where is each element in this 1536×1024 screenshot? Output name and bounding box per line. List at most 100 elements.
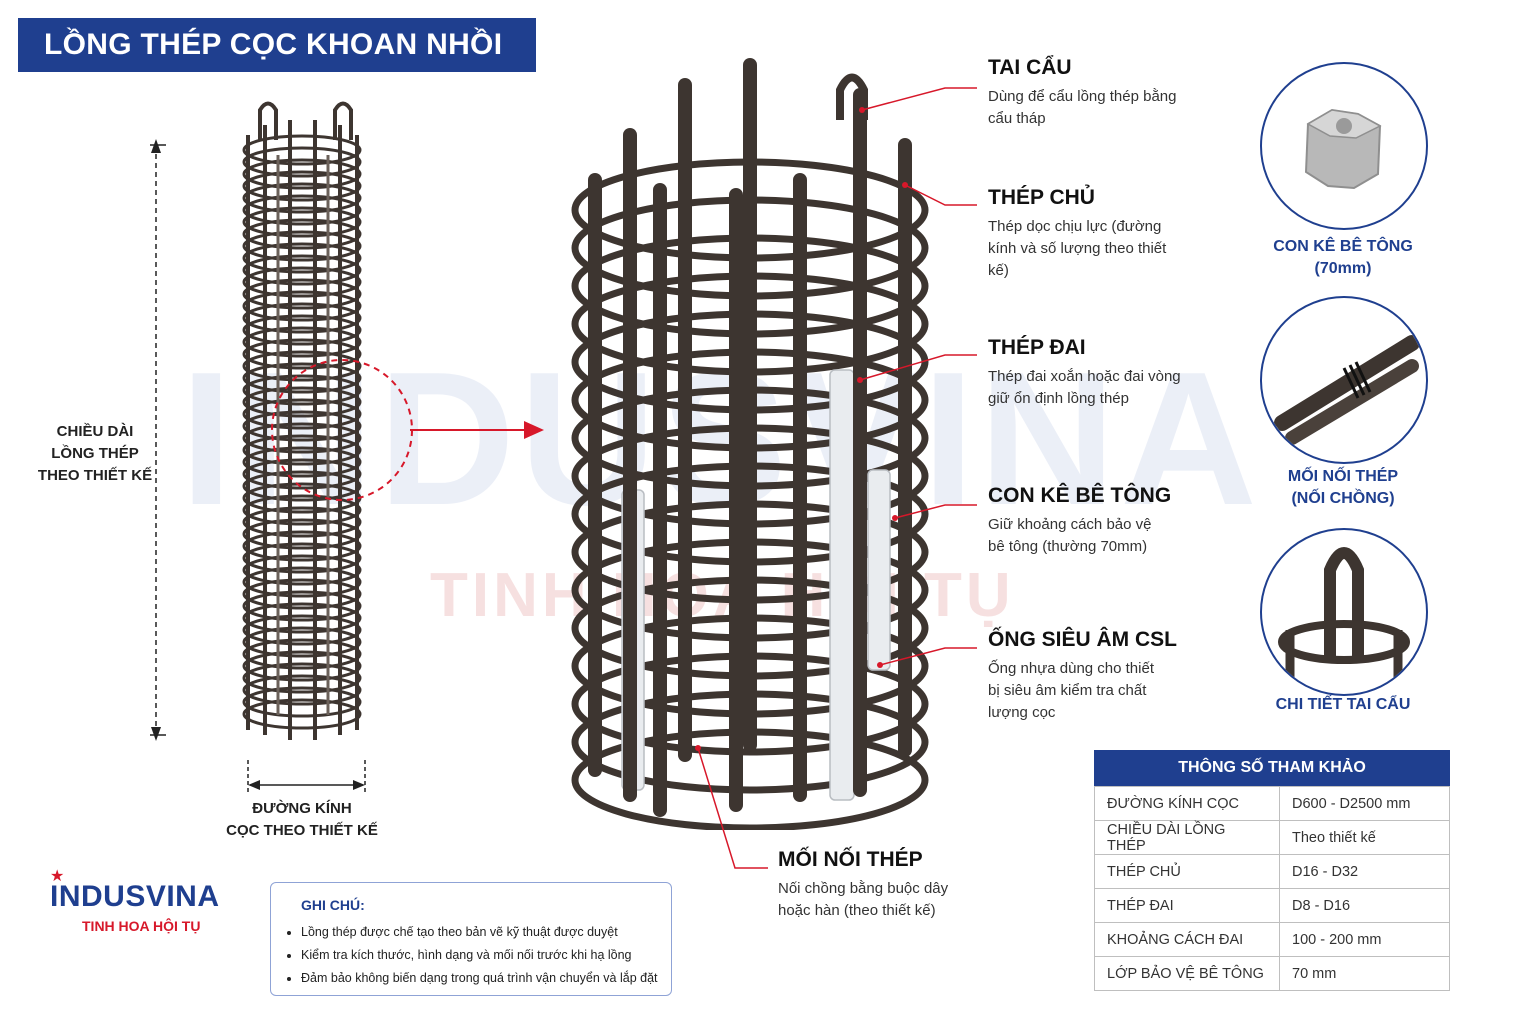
logo-star-icon: ★ [50, 868, 65, 885]
callout-rebar-splice: MỐI NỐI THÉP Nối chồng bằng buộc dây hoặ… [778, 848, 968, 922]
stirrup-ring [242, 518, 362, 550]
spec-value: 100 - 200 mm [1279, 922, 1450, 957]
stirrup-ring [242, 194, 362, 226]
spec-value: 70 mm [1279, 956, 1450, 991]
small-lifting-hook-right [333, 101, 353, 140]
detail-circle-hook [1260, 528, 1428, 696]
stirrup-ring [242, 278, 362, 310]
stirrup-ring [242, 590, 362, 622]
spec-value: D16 - D32 [1279, 854, 1450, 889]
stirrup-ring [242, 350, 362, 382]
callout-title: MỐI NỐI THÉP [778, 848, 923, 871]
rebar-splice-icon [1274, 335, 1420, 445]
diameter-label: ĐƯỜNG KÍNH CỌC THEO THIẾT KẾ [212, 798, 392, 842]
length-label: CHIỀU DÀI LỒNG THÉP THEO THIẾT KẾ [30, 421, 160, 487]
stirrup-ring [242, 566, 362, 598]
stirrup-ring [242, 470, 362, 502]
spec-param: KHOẢNG CÁCH ĐAI [1094, 922, 1280, 957]
stirrup-ring [242, 182, 362, 214]
note-item: Lồng thép được chế tạo theo bản vẽ kỹ th… [301, 921, 658, 944]
small-cage-illustration [150, 101, 413, 795]
stirrup-ring [242, 266, 362, 298]
large-cage-main-bars [588, 58, 912, 817]
small-cage-bars [246, 120, 359, 740]
stirrup-ring [242, 314, 362, 346]
callout-desc: Giữ khoảng cách bảo vệ bê tông (thường 7… [988, 516, 1152, 555]
stirrup-ring [242, 422, 362, 454]
stirrup-ring [242, 290, 362, 322]
spec-param: THÉP CHỦ [1094, 854, 1280, 889]
stirrup-ring [242, 374, 362, 406]
callout-desc: Ống nhựa dùng cho thiết bị siêu âm kiểm … [988, 660, 1154, 721]
stirrup-ring [242, 662, 362, 694]
stirrup-ring [242, 554, 362, 586]
stirrup-ring [242, 362, 362, 394]
stirrup-ring [242, 302, 362, 334]
callout-desc: Dùng để cẩu lồng thép bằng cẩu tháp [988, 88, 1177, 127]
brand-tagline: TINH HOA HỘI TỤ [82, 918, 201, 934]
stirrup-ring [242, 218, 362, 250]
stirrup-ring [242, 686, 362, 718]
stirrup-ring [242, 410, 362, 442]
diameter-label-line-1: ĐƯỜNG KÍNH [252, 800, 352, 817]
small-cage-rings [242, 134, 362, 730]
concrete-spacer-icon [1304, 108, 1382, 190]
detail-label-hook: CHI TIẾT TAI CẨU [1243, 694, 1443, 716]
detail-label-line-1: MỐI NỐI THÉP [1287, 468, 1399, 485]
stirrup-ring [242, 158, 362, 190]
stirrup-ring [242, 698, 362, 730]
detail-label-spacer: CON KÊ BÊ TÔNG (70mm) [1243, 236, 1443, 280]
spec-value: Theo thiết kế [1279, 820, 1450, 855]
callout-csl-tube: ỐNG SIÊU ÂM CSL Ống nhựa dùng cho thiết … [988, 628, 1177, 724]
stirrup-ring [242, 650, 362, 682]
stirrup-ring [242, 254, 362, 286]
note-item: Đảm bảo không biến dạng trong quá trình … [301, 967, 658, 990]
detail-label-splice: MỐI NỐI THÉP (NỐI CHỒNG) [1243, 466, 1443, 510]
length-label-line-1: CHIỀU DÀI [56, 423, 134, 440]
stirrup-ring [242, 506, 362, 538]
title-banner: LỒNG THÉP CỌC KHOAN NHỒI [18, 18, 536, 72]
spec-value: D600 - D2500 mm [1279, 786, 1450, 821]
stirrup-ring [242, 146, 362, 178]
stirrup-ring [242, 446, 362, 478]
callout-stirrup: THÉP ĐAI Thép đai xoắn hoặc đai vòng giữ… [988, 336, 1198, 410]
callout-desc: Nối chồng bằng buộc dây hoặc hàn (theo t… [778, 880, 949, 919]
spec-param: ĐƯỜNG KÍNH CỌC [1094, 786, 1280, 821]
stirrup-ring [242, 602, 362, 634]
zoom-arrow [410, 421, 544, 439]
detail-circle-splice [1260, 296, 1428, 464]
large-cage-illustration [571, 58, 929, 830]
callout-concrete-spacer: CON KÊ BÊ TÔNG Giữ khoảng cách bảo vệ bê… [988, 484, 1171, 558]
spec-param: LỚP BẢO VỆ BÊ TÔNG [1094, 956, 1280, 991]
notes-title: GHI CHÚ: [301, 897, 365, 913]
length-label-line-2: LỒNG THÉP [51, 445, 139, 462]
callout-title: CON KÊ BÊ TÔNG [988, 484, 1172, 507]
stirrup-ring [242, 242, 362, 274]
detail-label-line-1: CHI TIẾT TAI CẨU [1275, 696, 1411, 713]
detail-circle-spacer [1260, 62, 1428, 230]
stirrup-ring [242, 530, 362, 562]
lifting-hook-detail-icon [1278, 547, 1410, 680]
brand-logo: INDUSVINA [50, 880, 220, 913]
detail-label-line-2: (NỐI CHỒNG) [1291, 490, 1395, 507]
callout-title: THÉP CHỦ [988, 186, 1095, 209]
spec-param: THÉP ĐAI [1094, 888, 1280, 923]
callout-lifting-hook: TAI CẨU Dùng để cẩu lồng thép bằng cẩu t… [988, 56, 1178, 130]
stirrup-ring [242, 338, 362, 370]
large-lifting-hook [836, 73, 868, 120]
stirrup-ring [242, 170, 362, 202]
note-item: Kiểm tra kích thước, hình dạng và mối nố… [301, 944, 658, 967]
callout-title: ỐNG SIÊU ÂM CSL [988, 628, 1178, 651]
spec-table-header: THÔNG SỐ THAM KHẢO [1094, 750, 1450, 786]
stirrup-ring [242, 674, 362, 706]
stirrup-ring [242, 578, 362, 610]
stirrup-ring [242, 206, 362, 238]
detail-label-line-1: CON KÊ BÊ TÔNG [1273, 238, 1413, 255]
diameter-label-line-2: CỌC THEO THIẾT KẾ [226, 822, 378, 839]
